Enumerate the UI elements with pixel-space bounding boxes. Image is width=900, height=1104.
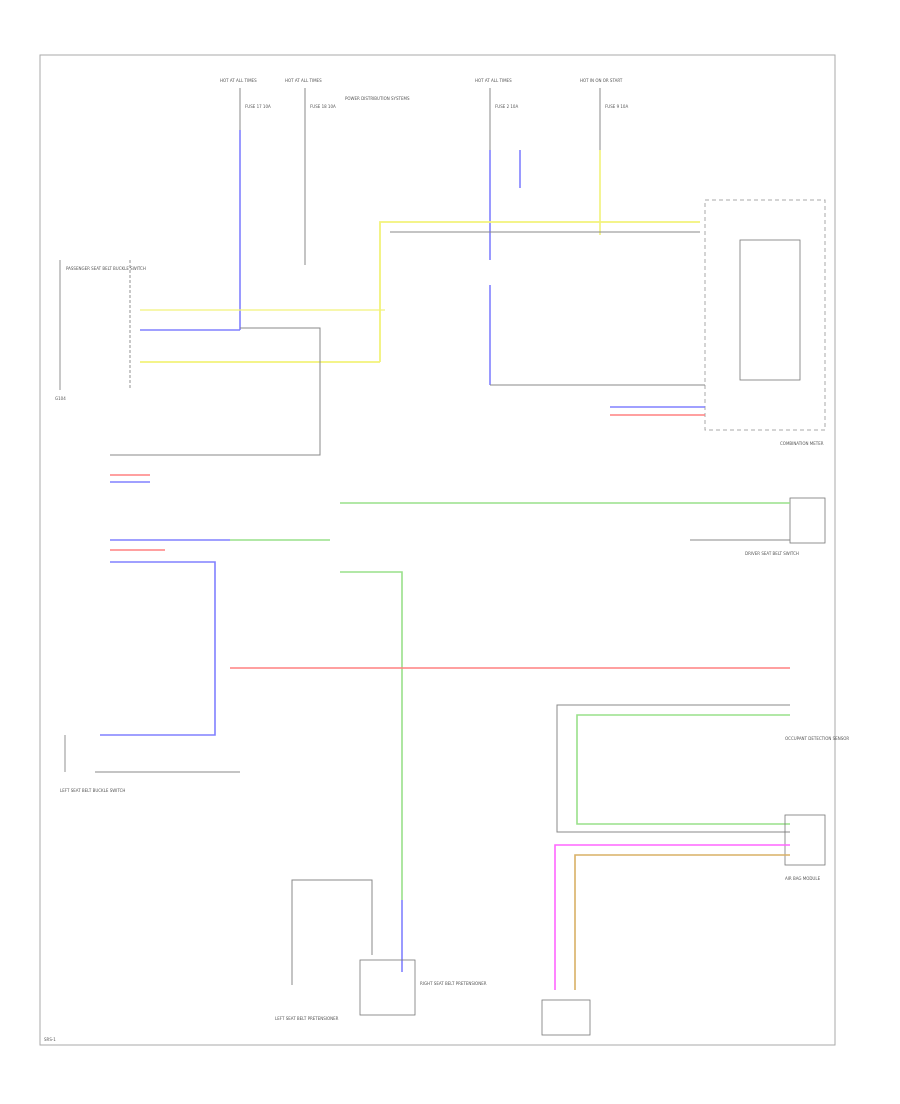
left-pretensioner: LEFT SEAT BELT PRETENSIONER xyxy=(275,879,373,1021)
passenger-seatbelt-switch: PASSENGER SEAT BELT BUCKLE SWITCH G104 xyxy=(55,260,146,401)
driver-seatbelt-switch: DRIVER SEAT BELT SWITCH xyxy=(745,497,826,556)
svg-text:RIGHT SEAT BELT PRETENSIONER: RIGHT SEAT BELT PRETENSIONER xyxy=(420,981,487,986)
diagram-frame xyxy=(39,54,836,1046)
svg-text:LEFT SEAT BELT PRETENSIONER: LEFT SEAT BELT PRETENSIONER xyxy=(275,1016,339,1021)
fuse-feed-c: HOT AT ALL TIMES FUSE 2 10A xyxy=(475,78,521,385)
svg-text:OCCUPANT DETECTION SENSOR: OCCUPANT DETECTION SENSOR xyxy=(785,736,849,741)
svg-text:G104: G104 xyxy=(55,396,66,401)
svg-text:HOT AT ALL TIMES: HOT AT ALL TIMES xyxy=(475,78,512,83)
page-code: SRS-1 xyxy=(44,1037,56,1042)
fuse-feed-a: HOT AT ALL TIMES FUSE 17 10A xyxy=(220,78,271,330)
svg-text:FUSE 2 10A: FUSE 2 10A xyxy=(495,104,518,109)
svg-text:LEFT SEAT BELT BUCKLE SWITCH: LEFT SEAT BELT BUCKLE SWITCH xyxy=(60,788,125,793)
wire-orange xyxy=(574,854,790,990)
svg-text:FUSE 9 10A: FUSE 9 10A xyxy=(605,104,628,109)
wire-green-vertical xyxy=(340,571,403,900)
svg-text:COMBINATION METER: COMBINATION METER xyxy=(780,441,824,446)
right-pretensioner: RIGHT SEAT BELT PRETENSIONER xyxy=(359,959,487,1016)
svg-text:POWER DISTRIBUTION SYSTEMS: POWER DISTRIBUTION SYSTEMS xyxy=(345,96,410,101)
wire-black-left xyxy=(110,327,321,456)
wire-pink xyxy=(554,844,790,990)
svg-text:FUSE 17 10A: FUSE 17 10A xyxy=(245,104,271,109)
svg-text:HOT AT ALL TIMES: HOT AT ALL TIMES xyxy=(220,78,257,83)
wire-green-occ xyxy=(576,714,790,825)
seat-belt-sensor xyxy=(541,999,591,1036)
wire-blue-drop xyxy=(100,561,216,736)
svg-text:FUSE 18 10A: FUSE 18 10A xyxy=(310,104,336,109)
svg-text:AIR BAG MODULE: AIR BAG MODULE xyxy=(785,876,821,881)
svg-text:HOT AT ALL TIMES: HOT AT ALL TIMES xyxy=(285,78,322,83)
air-bag-module: AIR BAG MODULE xyxy=(784,814,826,881)
wire-black-occ xyxy=(556,704,790,833)
wire-yellow-top xyxy=(379,221,700,362)
fuse-feed-b: HOT AT ALL TIMES FUSE 18 10A POWER DISTR… xyxy=(285,78,410,265)
fuse-feed-d: HOT IN ON OR START FUSE 9 10A xyxy=(580,78,628,235)
combination-meter: COMBINATION METER xyxy=(704,199,826,446)
left-buckle-switch: LEFT SEAT BELT BUCKLE SWITCH xyxy=(60,735,125,793)
occupant-detection-sensor: OCCUPANT DETECTION SENSOR xyxy=(785,736,849,741)
svg-text:DRIVER SEAT BELT SWITCH: DRIVER SEAT BELT SWITCH xyxy=(745,551,799,556)
svg-text:PASSENGER SEAT BELT BUCKLE SWI: PASSENGER SEAT BELT BUCKLE SWITCH xyxy=(66,266,146,271)
svg-text:HOT IN ON OR START: HOT IN ON OR START xyxy=(580,78,623,83)
